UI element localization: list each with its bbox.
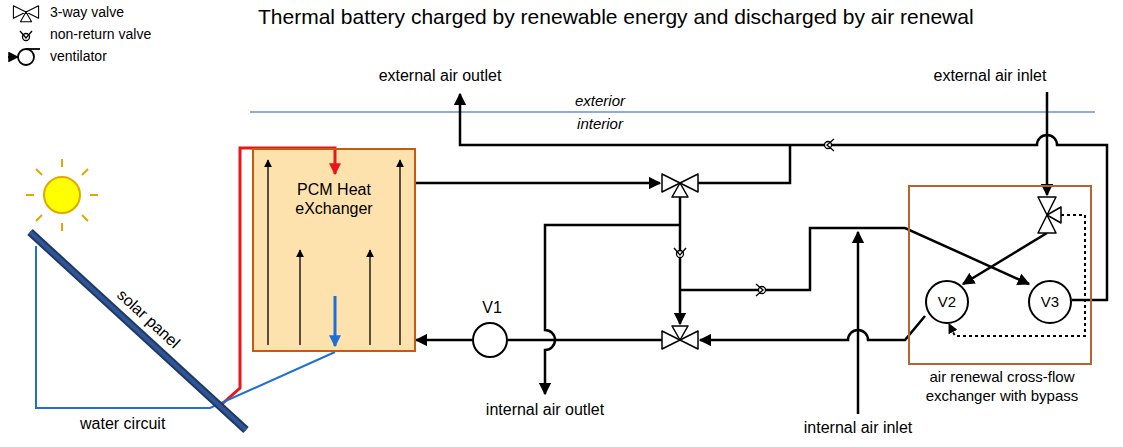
pcm-fill [252,148,416,352]
valve-symbol [13,6,38,22]
cold-water-arrow [334,296,337,346]
label-text: internal air inlet [804,419,913,437]
air-flow-connector [416,339,472,342]
sun-icon [26,159,98,231]
non-return-symbol [20,31,32,41]
legend-text: 3-way valve [50,4,124,20]
ventilator-circle: V1 [472,322,508,358]
node-text: PCM Heat eXchanger [286,180,382,218]
label-text: external air outlet [379,67,502,85]
ventilator-circle: V3 [1028,280,1072,324]
node-text: V3 [1041,293,1059,311]
node-text: V2 [938,293,956,311]
bypass-duct [949,215,1085,336]
air-ducts [416,92,1107,414]
solar-panel-shape [30,232,246,430]
heat-flow-arrows [268,160,400,345]
three-way-valve [1038,197,1061,233]
label-text: external air inlet [934,67,1047,85]
node-caption: air renewal cross-flow exchanger with by… [896,368,1108,406]
non-return-valve [756,284,766,296]
non-return-valve [825,139,835,151]
diagram-title: Thermal battery charged by renewable ene… [258,5,974,29]
non-return-valve [674,248,686,258]
node-text: V1 [464,299,520,317]
legend-text: ventilator [50,48,107,64]
three-way-valve [662,174,698,197]
label-text: exterior [575,92,625,109]
ventilator-symbol [8,49,40,65]
label-text: water circuit [80,415,165,433]
wall-line [250,111,1095,113]
heat-exchanger-box: PCM Heat eXchanger [252,148,416,352]
cold-water-pipe [36,246,335,408]
three-way-valve [662,326,698,349]
ventilator-circle: V2 [925,280,969,324]
exchanger-box: V2V3air renewal cross-flow exchanger wit… [908,185,1092,365]
label-text: internal air outlet [486,401,604,419]
legend-text: non-return valve [50,26,151,42]
label-text: interior [577,115,623,132]
